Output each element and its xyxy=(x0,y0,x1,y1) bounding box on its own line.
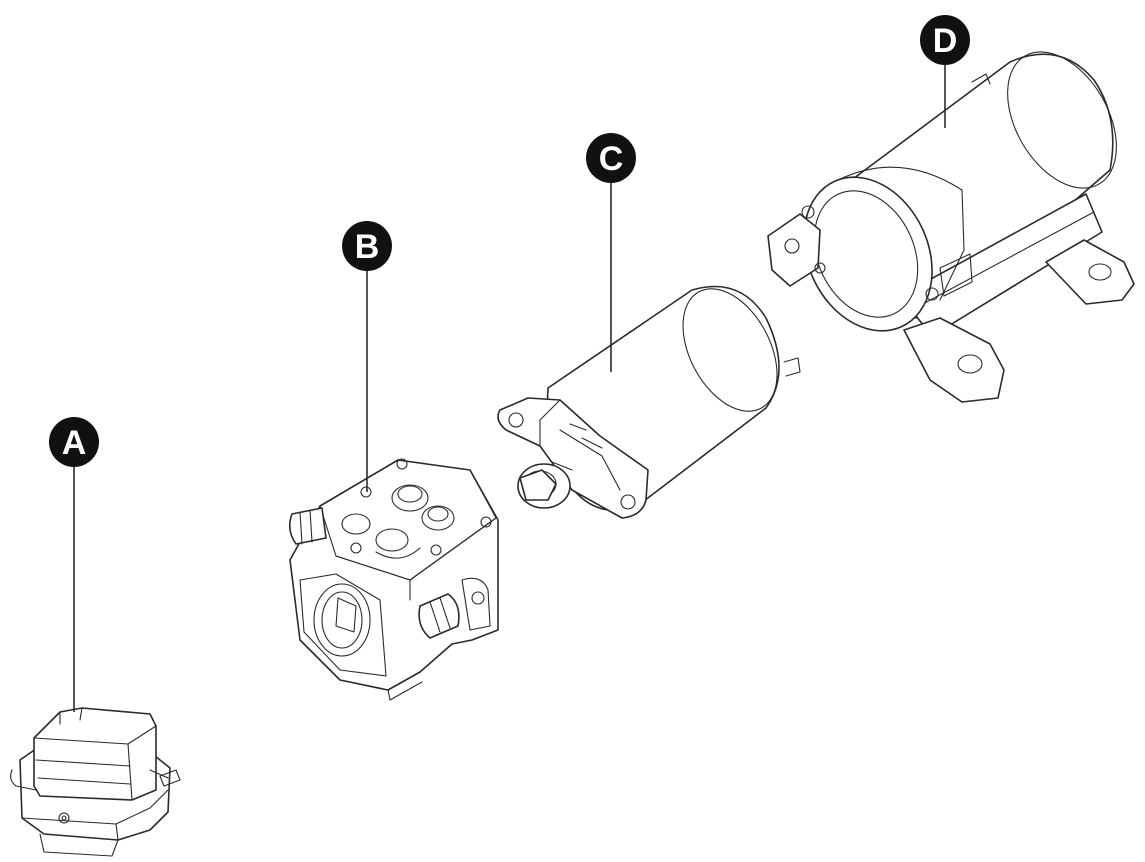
callout-d: D xyxy=(920,15,970,65)
callout-b: B xyxy=(342,221,392,271)
part-b-pump-head xyxy=(288,458,499,701)
callout-label-d: D xyxy=(933,22,958,60)
callout-badge-a xyxy=(49,417,99,467)
callout-badge-b xyxy=(342,221,392,271)
callout-label-a: A xyxy=(62,424,87,462)
part-c-motor xyxy=(497,285,801,519)
part-a-pressure-switch xyxy=(10,707,181,857)
callout-a: A xyxy=(49,417,99,467)
callout-badge-c xyxy=(586,133,636,183)
callout-label-c: C xyxy=(599,140,624,178)
callout-badge-d xyxy=(920,15,970,65)
callout-label-b: B xyxy=(355,228,380,266)
part-d-housing xyxy=(767,51,1135,403)
callout-c: C xyxy=(586,133,636,183)
